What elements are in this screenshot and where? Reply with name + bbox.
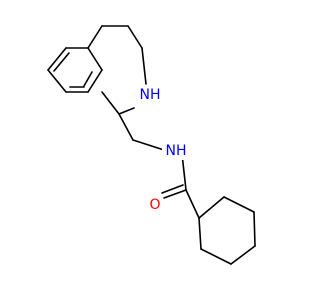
bond — [253, 211, 256, 247]
aromatic-double-bond — [83, 71, 93, 87]
bond — [230, 245, 256, 265]
amide-nh-label: NH — [166, 143, 187, 159]
bond — [47, 69, 67, 93]
bond — [132, 139, 165, 151]
bond — [200, 248, 232, 265]
amide-nitrogen: NH — [162, 142, 188, 160]
bond — [127, 25, 143, 49]
benzene-ring — [47, 47, 103, 93]
bond — [101, 91, 120, 115]
carbonyl-oxygen: O — [147, 196, 163, 214]
ring-nitrogen: NH — [136, 86, 162, 104]
ring-nh-label: NH — [140, 87, 161, 103]
bond — [118, 107, 135, 115]
carbonyl-o-label: O — [149, 197, 160, 213]
carbonyl-double-bond — [163, 189, 187, 199]
bond — [87, 69, 103, 93]
molecule-structure: NH NH O — [47, 25, 256, 265]
linker-and-amide — [118, 113, 200, 219]
bond — [198, 217, 202, 250]
bond — [141, 47, 147, 85]
aromatic-double-bond — [53, 52, 70, 72]
piperidine-ring — [87, 25, 147, 115]
bond — [87, 25, 103, 49]
bond — [198, 196, 225, 219]
carbonyl-double-bond — [161, 184, 184, 194]
bond — [47, 47, 67, 71]
bond — [87, 47, 103, 71]
bond — [118, 113, 134, 141]
cyclohexane-ring — [198, 196, 256, 265]
bond — [223, 196, 255, 213]
bond — [185, 189, 200, 219]
